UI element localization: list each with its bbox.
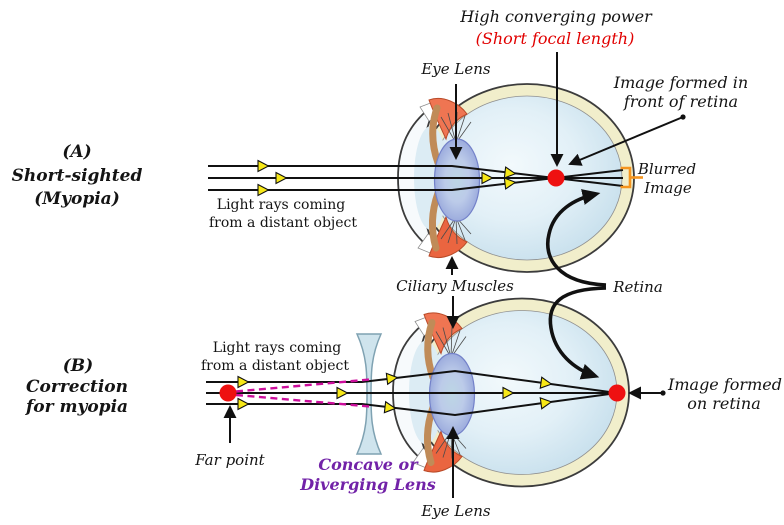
ray-arrowhead-icon	[237, 397, 250, 411]
focal-point-dot-a	[547, 169, 565, 187]
ray-b-top	[206, 369, 618, 394]
eye-lens-label-a: Eye Lens	[420, 60, 491, 78]
ray-arrowhead-icon	[257, 159, 270, 173]
light-rays-b	[206, 369, 618, 417]
rays-label-a-line2: from a distant object	[209, 215, 357, 231]
panel-a-label-line3: (Myopia)	[34, 189, 119, 209]
far-point-dot	[219, 384, 237, 402]
image-on-retina-pointer	[628, 386, 666, 400]
eye-lens-label-b: Eye Lens	[420, 502, 491, 520]
ray-arrowhead-icon	[336, 386, 349, 400]
panel-a-label-line1: (A)	[62, 142, 91, 162]
rays-label-a-line1: Light rays coming	[217, 197, 345, 213]
ray-arrowhead-icon	[275, 171, 288, 185]
image-on-retina-label-line2: on retina	[687, 394, 761, 413]
top-caption-line1: High converging power	[459, 7, 653, 26]
retina-curved-arrow-b	[548, 286, 607, 380]
ray-arrowhead-icon	[237, 375, 250, 389]
image-on-retina-label-line1: Image formed	[667, 375, 782, 394]
ray-b-bottom	[206, 392, 618, 417]
blurred-label-line1: Blurred	[637, 160, 696, 178]
blurred-image-bracket	[620, 166, 643, 189]
rays-label-b-line2: from a distant object	[201, 358, 349, 374]
panel-b-label-line3: for myopia	[25, 397, 128, 417]
corrective-lens-label-line2: Diverging Lens	[299, 475, 436, 494]
retina-image-dot	[608, 384, 626, 402]
far-point-label: Far point	[194, 451, 265, 469]
retina-label: Retina	[612, 278, 663, 296]
panel-a-label-line2: Short-sighted	[12, 166, 143, 186]
corrective-lens-label-line1: Concave or	[318, 455, 419, 474]
retina-curved-arrow-a	[546, 189, 607, 287]
ciliary-muscles-label: Ciliary Muscles	[396, 277, 514, 295]
panel-b-label-line2: Correction	[26, 377, 128, 397]
ray-a-top	[208, 165, 624, 187]
image-front-pointer	[568, 114, 686, 166]
ray-arrowhead-icon	[257, 183, 270, 197]
ray-a-bottom	[208, 169, 624, 191]
panel-b-label-line1: (B)	[63, 356, 93, 376]
blurred-label-line2: Image	[643, 179, 692, 197]
top-caption-line2: (Short focal length)	[476, 29, 635, 48]
image-front-label-line1: Image formed in	[613, 73, 748, 92]
image-front-label-line2: front of retina	[623, 92, 738, 111]
rays-label-b-line1: Light rays coming	[213, 340, 341, 356]
